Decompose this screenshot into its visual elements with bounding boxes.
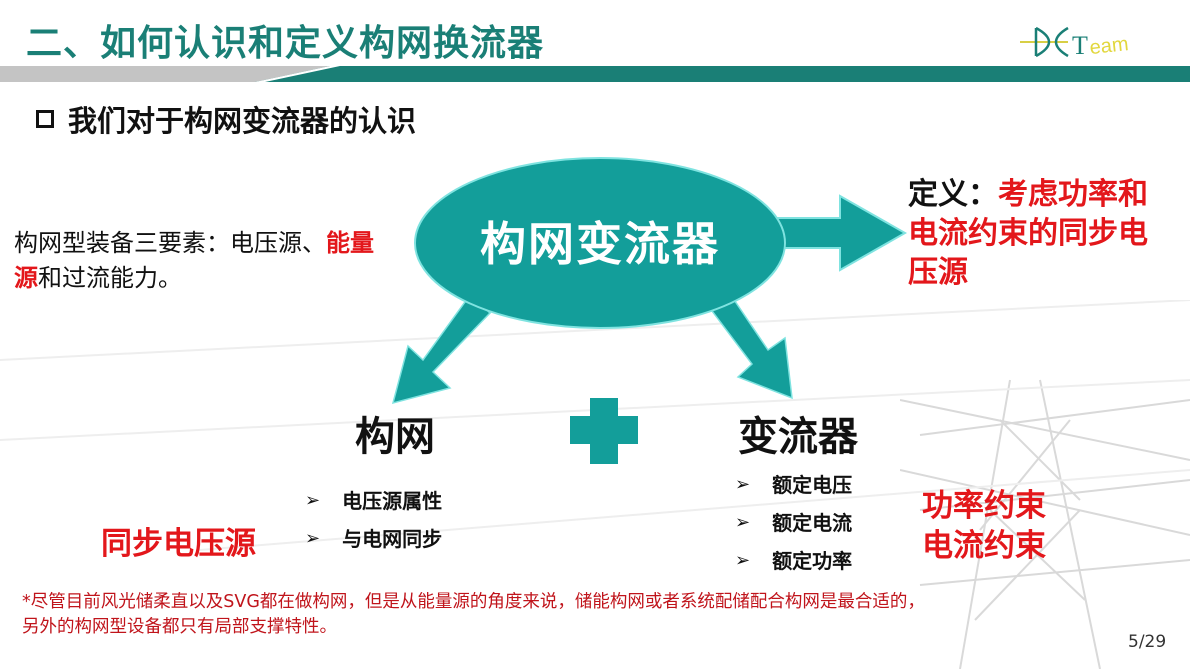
grid-forming-title: 构网 — [355, 414, 435, 460]
converter-title: 变流器 — [738, 414, 858, 460]
definition-text: 定义：考虑功率和电流约束的同步电压源 — [908, 175, 1168, 292]
arrow-bullet-icon: ➢ — [735, 550, 751, 571]
bullet-item: ➢ 额定功率 — [735, 542, 852, 580]
bullet-item: ➢ 电压源属性 — [305, 482, 442, 520]
checkbox-bullet-icon — [36, 110, 54, 128]
page-number: 5/29 — [1128, 632, 1167, 652]
bullet-item: ➢ 额定电压 — [735, 466, 852, 504]
subtitle-text: 我们对于构网变流器的认识 — [68, 104, 417, 138]
constraints-label: 功率约束 电流约束 — [922, 488, 1046, 564]
definition-body: 考虑功率和电流约束的同步电压源 — [908, 177, 1148, 290]
grid-forming-bullets: ➢ 电压源属性 ➢ 与电网同步 — [305, 482, 442, 558]
slide-title: 二、如何认识和定义构网换流器 — [26, 23, 545, 64]
transmission-tower-background — [900, 379, 1190, 669]
svg-text:eam: eam — [1089, 33, 1130, 59]
section-subtitle: 我们对于构网变流器的认识 — [36, 98, 416, 140]
arrow-bullet-icon: ➢ — [735, 474, 751, 495]
dx-logo-icon: T eam — [1020, 26, 1130, 60]
right-arrow-icon — [774, 194, 908, 272]
arrow-bullet-icon: ➢ — [305, 528, 321, 549]
converter-bullets: ➢ 额定电压 ➢ 额定电流 ➢ 额定功率 — [735, 466, 852, 580]
bullet-item: ➢ 额定电流 — [735, 504, 852, 542]
footnote: *尽管目前风光储柔直以及SVG都在做构网，但是从能量源的角度来说，储能构网或者系… — [22, 592, 925, 637]
definition-label: 定义： — [908, 177, 998, 212]
sync-voltage-source-label: 同步电压源 — [101, 526, 256, 562]
svg-text:T: T — [1072, 31, 1088, 60]
energy-source-highlight: 能量源 — [14, 229, 374, 292]
bullet-item: ➢ 与电网同步 — [305, 520, 442, 558]
center-ellipse — [414, 157, 786, 329]
team-logo: T eam — [1020, 22, 1160, 62]
plus-icon — [570, 398, 638, 464]
header-band — [0, 66, 1190, 82]
down-left-arrow-icon — [391, 293, 492, 405]
three-elements-note: 构网型装备三要素：电压源、能量源和过流能力。 — [14, 229, 374, 292]
arrow-bullet-icon: ➢ — [735, 512, 751, 533]
center-label: 构网变流器 — [480, 217, 720, 271]
arrow-bullet-icon: ➢ — [305, 490, 321, 511]
